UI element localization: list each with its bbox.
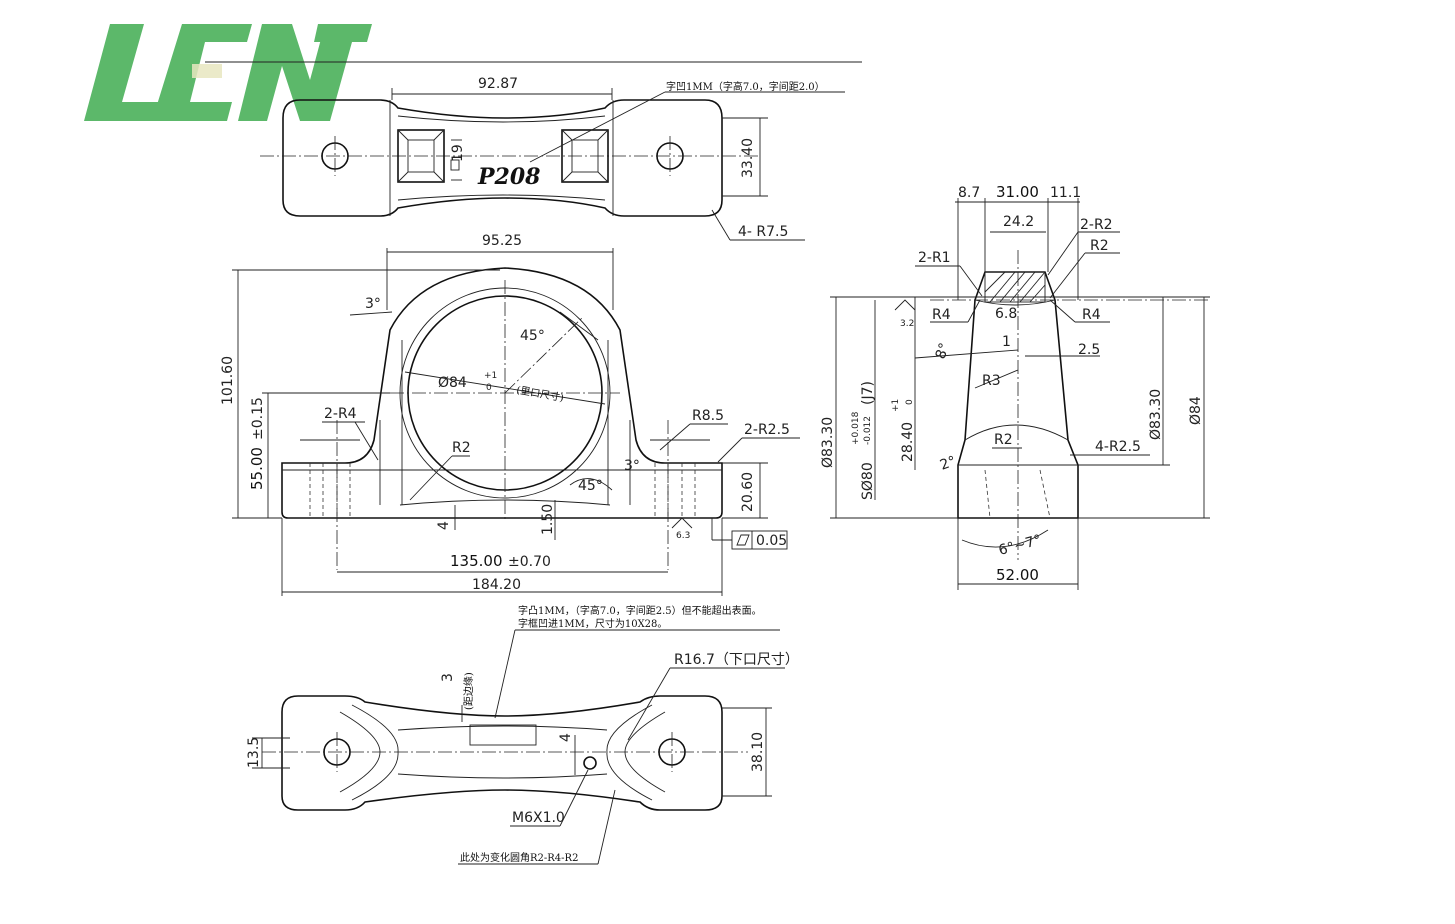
dim-tol-low: -0.012 [863, 416, 873, 445]
bottom-note3: 此处为变化圆角R2-R4-R2 [460, 851, 578, 864]
dim-tol-up: +0.018 [851, 411, 861, 445]
dim-center-tol: ±0.15 [250, 397, 266, 440]
dim-13-5: 13.5 [246, 737, 262, 768]
dim-24-2: 24.2 [1003, 214, 1034, 230]
dim-phi8330a: Ø83.30 [820, 417, 836, 468]
dim-31: 31.00 [996, 183, 1039, 201]
dim-small-150: 1.50 [540, 504, 556, 535]
dim-sphi80: SØ80 [860, 462, 876, 500]
side-view: 8.7 31.00 11.1 24.2 2-R2 R2 2-R1 R4 R4 6… [820, 183, 1210, 590]
dim-angle-45a: 45° [520, 328, 545, 344]
dim-r4a: R4 [932, 307, 951, 323]
bottom-note2: 字框凹进1MM，尺寸为10X28。 [518, 617, 667, 630]
dim-8-7: 8.7 [958, 185, 980, 201]
dim-6-8: 6.8 [995, 306, 1017, 322]
bottom-note1: 字凸1MM，（字高7.0，字间距2.5）但不能超出表面。 [518, 604, 762, 617]
dim-bolt-tol: ±0.70 [508, 554, 551, 570]
dim-r167: R16.7（下口尺寸） [674, 652, 799, 668]
dim-bore: Ø84 [438, 375, 467, 391]
dim-4r25: 4-R2.5 [1095, 439, 1141, 455]
dim-height-top: 33.40 [740, 138, 756, 178]
dim-r-r2: R2 [452, 440, 471, 456]
dim-bore-tol-low: 0 [486, 383, 492, 393]
dim-r3: R3 [982, 373, 1001, 389]
dim-small-4: 4 [436, 521, 452, 530]
dim-r-2r25: 2-R2.5 [744, 422, 790, 438]
dim-angle-3: 3° [365, 296, 381, 312]
dim-2deg: 2° [938, 453, 958, 473]
top-note: 字凹1MM（字高7.0，字间距2.0） [666, 80, 825, 93]
dim-phi8330b: Ø83.30 [1148, 389, 1164, 440]
dim-r2b: R2 [994, 432, 1013, 448]
dim-2-5: 2.5 [1078, 342, 1100, 358]
dim-corner: 4- R7.5 [738, 224, 788, 240]
dim-h2840: 28.40 [900, 422, 916, 462]
dim-11-1: 11.1 [1050, 185, 1081, 201]
dim-52: 52.00 [996, 566, 1039, 584]
dim-width-top: 95.25 [482, 233, 522, 249]
dim-r4b: R4 [1082, 307, 1101, 323]
dim-2r2: 2-R2 [1080, 217, 1113, 233]
rough-side: 3.2 [900, 319, 914, 329]
thread-label: M6X1.0 [512, 810, 565, 826]
dim-r2a: R2 [1090, 238, 1109, 254]
dim-length: 92.87 [478, 76, 518, 92]
dim-r-r85: R8.5 [692, 408, 724, 424]
dim-center-height: 55.00 [248, 447, 266, 490]
dim-height-total: 101.60 [220, 356, 236, 405]
dim-8deg: 8° [933, 341, 953, 361]
dim-bolt-dist: 135.00 [450, 552, 503, 570]
dim-h-tol-low: 0 [905, 399, 915, 405]
dim-angle-3b: 3° [624, 458, 640, 474]
dim-phi84: Ø84 [1188, 396, 1204, 425]
top-view: 19 P208 字凹1MM（字高7.0，字间距2.0） 92.87 33.40 … [205, 61, 862, 241]
dim-bore-tol-up: +1 [484, 371, 497, 381]
dim-4-bottom: 4 [558, 733, 574, 742]
dim-38-10: 38.10 [750, 732, 766, 772]
dim-h-tol-up: +1 [891, 399, 901, 412]
flatness-value: 0.05 [756, 533, 787, 549]
dim-base-len: 184.20 [472, 577, 521, 593]
dim-bore-note: (里口尺寸) [515, 383, 564, 404]
dim-6-7deg: 6°~7° [997, 532, 1043, 559]
marking-text: P208 [477, 164, 540, 190]
dim-r-2r4: 2-R4 [324, 406, 357, 422]
front-view: 95.25 101.60 55.00 ±0.15 Ø84 +1 0 (里口尺寸)… [220, 233, 800, 596]
dim-2r1: 2-R1 [918, 250, 951, 266]
dim-base-height: 20.60 [740, 472, 756, 512]
bottom-view: 字凸1MM，（字高7.0，字间距2.5）但不能超出表面。 字框凹进1MM，尺寸为… [246, 604, 799, 865]
dim-3: 3 [440, 673, 456, 682]
dim-3-note: (距边缘) [462, 672, 475, 710]
dim-angle-45b: 45° [578, 478, 603, 494]
lcnt-logo [84, 24, 372, 121]
dim-slot: 19 [450, 144, 466, 162]
dim-1: 1 [1002, 334, 1011, 350]
dim-fit: (J7) [860, 381, 876, 405]
rough-front: 6.3 [676, 531, 690, 541]
